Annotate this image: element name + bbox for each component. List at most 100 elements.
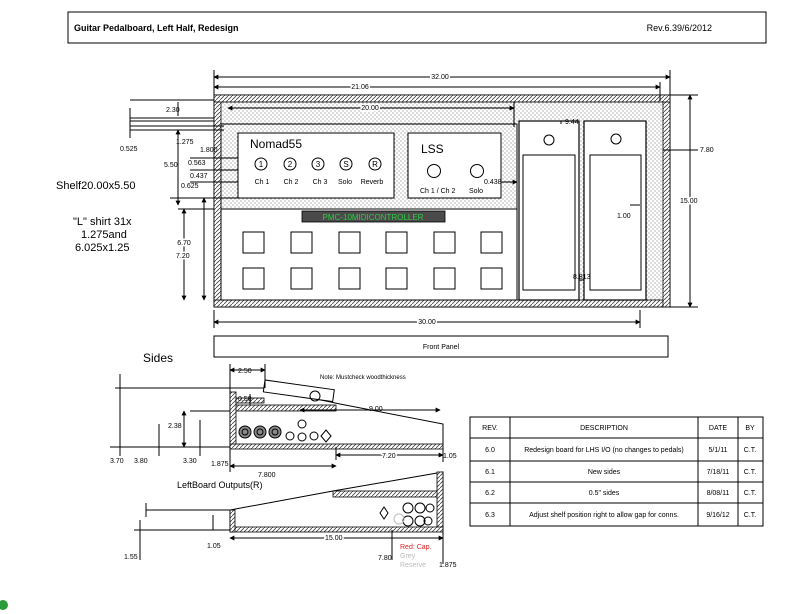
- side-dim-370: 3.70: [110, 458, 124, 465]
- controller-bay: [220, 208, 518, 301]
- note-lshirt-2: 1.275and: [81, 229, 127, 241]
- right-wall: [662, 94, 671, 308]
- rev-cell-description: New sides: [588, 469, 621, 476]
- nomad-knob-solo-label: Solo: [338, 179, 352, 186]
- table-row: 6.1 New sides 7/18/11 C.T.: [485, 469, 756, 476]
- pedal-right: [583, 120, 647, 301]
- side-jack: [253, 425, 267, 439]
- dim-left-c: 5.50: [164, 162, 178, 169]
- left-board-view: LeftBoard Outputs(R) 15.00 1.05 1.55 7.8…: [124, 471, 457, 569]
- side-dim-330: 3.30: [183, 458, 197, 465]
- controller-switch: [290, 231, 313, 254]
- lss-footswitch-b: [470, 164, 484, 178]
- dim-lower-h2: 7.20: [176, 253, 190, 260]
- table-row: 6.3 Adjust shelf position right to allow…: [485, 512, 756, 519]
- side-jack: [238, 425, 252, 439]
- dim-lower-h1: 6.70: [177, 240, 191, 247]
- side-jack: [241, 428, 249, 436]
- controller-switch: [338, 267, 361, 290]
- dim-rail: 1.275: [176, 139, 194, 146]
- controller-switch: [480, 231, 503, 254]
- side-jack: [256, 428, 264, 436]
- rev-cell-rev: 6.0: [485, 447, 495, 454]
- side-jack: [268, 425, 282, 439]
- front-panel-label: Front Panel: [423, 344, 460, 351]
- drawing-title: Guitar Pedalboard, Left Half, Redesign: [74, 23, 239, 33]
- table-row: 6.0 Redesign board for LHS I/O (no chang…: [485, 447, 756, 454]
- controller-switch: [433, 267, 456, 290]
- rev-cell-description: Redesign board for LHS I/O (no changes t…: [524, 447, 684, 454]
- revision-label: Rev.6.39/6/2012: [647, 23, 712, 33]
- left-board-title: LeftBoard Outputs(R): [177, 480, 263, 490]
- rev-cell-by: C.T.: [744, 447, 757, 454]
- controller-switch: [242, 231, 265, 254]
- dim-right-total: 15.00: [680, 198, 698, 205]
- left-wall: [213, 94, 222, 308]
- lb-dim-780: 7.80: [378, 555, 392, 562]
- side-dim-250: 2.50: [238, 368, 252, 375]
- side-note: Note: Mustcheck woodthickness: [320, 375, 406, 381]
- table-row: 6.2 0.5" sides 8/08/11 C.T.: [485, 490, 756, 497]
- dim-left-a: 0.525: [120, 146, 138, 153]
- output-jack: [414, 515, 426, 527]
- lss-title: LSS: [421, 142, 444, 156]
- left-board-jacks: [379, 502, 435, 527]
- pedal-left: [518, 120, 580, 301]
- dim-left-b: 1.800: [200, 147, 218, 154]
- nomad-knob-1-symbol: 1: [259, 160, 264, 169]
- rev-cell-by: C.T.: [744, 490, 757, 497]
- note-lshirt-1: "L" shirt 31x: [73, 216, 132, 228]
- lb-dim-1875: 1.875: [439, 562, 457, 569]
- side-dim-1875: 1.875: [211, 461, 229, 468]
- legend-reserve: Reserve: [400, 562, 426, 569]
- rev-cell-date: 7/18/11: [707, 469, 730, 476]
- nomad-knob-2-label: Ch 2: [284, 179, 299, 186]
- lb-dim-1500: 15.00: [325, 535, 343, 542]
- dim-overall-width: 32.00: [431, 74, 449, 81]
- lb-dim-155: 1.55: [124, 554, 138, 561]
- side-dim-720: 7.20: [382, 453, 396, 460]
- side-dim-900: 9.00: [369, 406, 383, 413]
- bottom-wall: [213, 299, 671, 308]
- rev-cell-description: Adjust shelf position right to allow gap…: [529, 512, 679, 519]
- rev-header-date: DATE: [709, 425, 727, 432]
- nomad-knob-reverb-symbol: R: [372, 160, 378, 169]
- dim-pedal-width: 8.813: [573, 274, 591, 281]
- lss-label-solo: Solo: [469, 188, 483, 195]
- nomad-knob-solo-symbol: S: [343, 160, 348, 169]
- rev-cell-by: C.T.: [744, 469, 757, 476]
- lb-dim-105: 1.05: [207, 543, 221, 550]
- controller-switch: [338, 231, 361, 254]
- controller-switch: [480, 267, 503, 290]
- dim-left-f: 0.625: [181, 183, 199, 190]
- top-view: Nomad55 1 Ch 1 2 Ch 2 3 Ch 3 S Solo R Re…: [120, 70, 714, 358]
- nomad-title: Nomad55: [250, 137, 302, 151]
- dim-bottom-width: 30.00: [418, 319, 436, 326]
- output-jack: [414, 502, 426, 514]
- controller-label: PMC-10MIDICONTROLLER: [323, 213, 424, 222]
- output-jack: [402, 502, 414, 514]
- lss-box: [407, 132, 502, 199]
- controller-switches: [242, 231, 503, 290]
- nomad-knob-reverb-label: Reverb: [361, 179, 384, 186]
- output-jack: [402, 515, 414, 527]
- controller-switch: [433, 231, 456, 254]
- side-jack: [271, 428, 279, 436]
- controller-switch: [385, 231, 408, 254]
- dim-left-d: 0.563: [188, 160, 206, 167]
- revision-table: REV. DESCRIPTION DATE BY 6.0 Redesign bo…: [469, 416, 764, 527]
- side-jacks: [238, 390, 332, 443]
- controller-switch: [290, 267, 313, 290]
- side-jack: [297, 432, 307, 442]
- rev-cell-rev: 6.3: [485, 512, 495, 519]
- nomad-knob-3: 3 Ch 3: [311, 157, 327, 186]
- side-dim-050: 0.50: [238, 396, 252, 403]
- side-jack: [297, 419, 307, 429]
- side-inner-wall: [229, 391, 237, 448]
- dim-lss-gap: 9.44: [565, 119, 579, 126]
- lss-footswitch-a: [427, 164, 441, 178]
- dim-left-e: 0.437: [190, 173, 208, 180]
- controller-switch: [385, 267, 408, 290]
- rev-cell-by: C.T.: [744, 512, 757, 519]
